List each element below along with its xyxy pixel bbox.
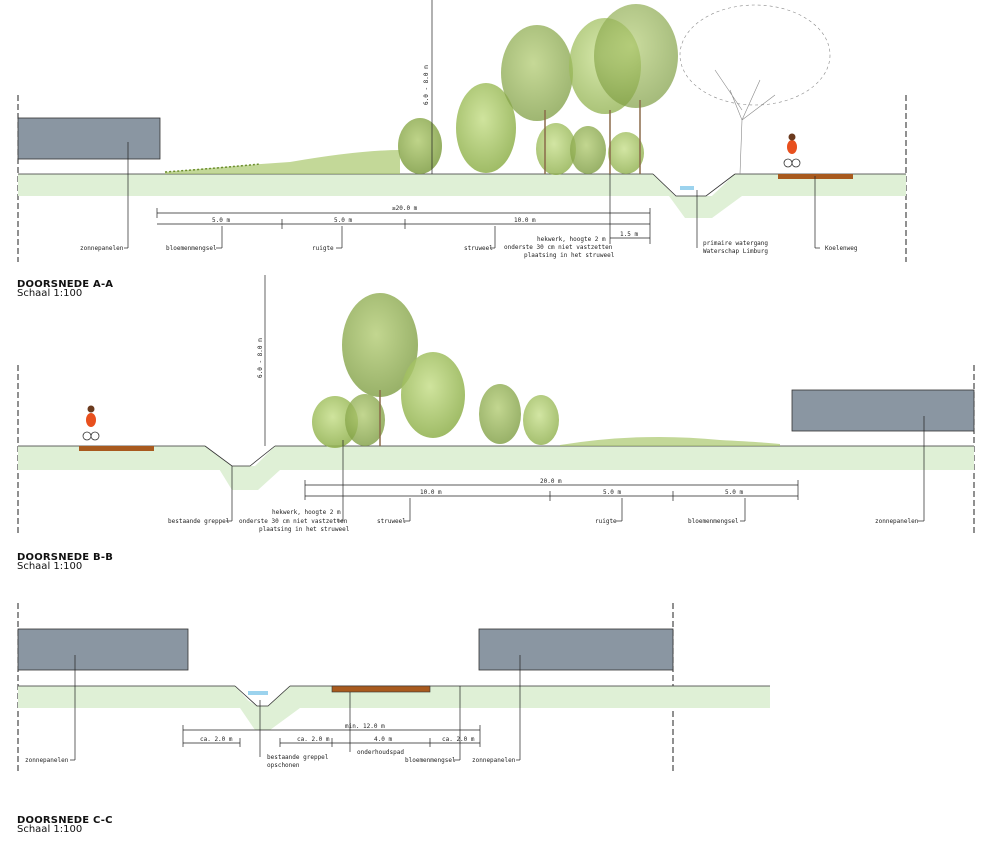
section-b-seg1-dim: 10.0 m xyxy=(420,489,442,496)
section-b-path xyxy=(79,446,154,451)
section-b-label-hekwerk-1: hekwerk, hoogte 2 m xyxy=(272,509,341,516)
section-a-title: DOORSNEDE A-A xyxy=(17,279,114,290)
section-b-ground xyxy=(18,446,974,470)
section-b-label-hekwerk-2: onderste 30 cm niet vastzetten xyxy=(239,518,348,525)
section-a-offset-dim: 1.5 m xyxy=(620,231,638,238)
section-c-seg3-dim: 4.0 m xyxy=(374,736,392,743)
section-c-water xyxy=(248,691,268,695)
section-c-label-onderhoudspad: onderhoudspad xyxy=(357,749,404,756)
section-c-seg2-dim: ca. 2.0 m xyxy=(297,736,330,743)
section-a-scale: Schaal 1:100 xyxy=(17,288,83,299)
section-b-seg2-dim: 5.0 m xyxy=(603,489,621,496)
section-b-vegetation xyxy=(312,293,780,448)
section-a-cyclist xyxy=(783,133,801,168)
section-b-solar-panel xyxy=(791,389,975,432)
section-c-total-dim: min. 12.0 m xyxy=(345,723,385,730)
section-c-label-greppel-2: opschonen xyxy=(267,762,300,769)
section-c-label-zonnepanelen-left: zonnepanelen xyxy=(25,757,69,764)
section-a: 6.0 - 8.0 m ≥20.0 m 5.0 m 5.0 m 10.0 m 1… xyxy=(17,0,907,262)
section-b-seg3-dim: 5.0 m xyxy=(725,489,743,496)
section-a-path xyxy=(778,174,853,179)
section-c-title: DOORSNEDE C-C xyxy=(17,815,113,826)
section-b-label-struweel: struweel xyxy=(377,518,406,525)
section-a-seg2-dim: 5.0 m xyxy=(334,217,352,224)
section-a-solar-panel xyxy=(17,117,161,160)
section-b-scale: Schaal 1:100 xyxy=(17,561,83,572)
section-c-label-bloemenmengsel: bloemenmengsel xyxy=(405,757,456,764)
section-c-label-greppel-1: bestaande greppel xyxy=(267,754,329,761)
section-c-solar-panel-left xyxy=(17,628,189,671)
section-b-label-hekwerk-3: plaatsing in het struweel xyxy=(259,526,350,533)
section-a-ground xyxy=(18,174,906,196)
section-b-label-ruigte: ruigte xyxy=(595,518,617,525)
section-c-label-zonnepanelen-right: zonnepanelen xyxy=(472,757,516,764)
section-a-label-watergang-1: primaire watergang xyxy=(703,240,768,247)
section-a-label-zonnepanelen: zonnepanelen xyxy=(80,245,124,252)
section-a-seg1-dim: 5.0 m xyxy=(212,217,230,224)
section-a-label-hekwerk-1: hekwerk, hoogte 2 m xyxy=(537,236,606,243)
section-a-flower-strip xyxy=(165,150,400,174)
section-c-maintenance-path xyxy=(331,685,431,693)
section-b-total-dim: 20.0 m xyxy=(540,478,562,485)
section-a-label-bloemenmengsel: bloemenmengsel xyxy=(166,245,217,252)
section-c: min. 12.0 m ca. 2.0 m ca. 2.0 m 4.0 m ca… xyxy=(17,603,770,773)
section-a-height-label: 6.0 - 8.0 m xyxy=(423,65,430,105)
section-b-label-bloemenmengsel: bloemenmengsel xyxy=(688,518,739,525)
section-b-title: DOORSNEDE B-B xyxy=(17,552,114,563)
section-c-scale: Schaal 1:100 xyxy=(17,824,83,835)
section-b-height-label: 6.0 - 8.0 m xyxy=(257,338,264,378)
section-a-seg3-dim: 10.0 m xyxy=(514,217,536,224)
section-b: 6.0 - 8.0 m 20.0 m 10.0 m 5.0 m 5.0 m be… xyxy=(17,275,975,535)
section-a-label-hekwerk-2: onderste 30 cm niet vastzetten xyxy=(504,244,613,251)
section-a-label-struweel: struweel xyxy=(464,245,493,252)
section-b-label-greppel: bestaande greppel xyxy=(168,518,230,525)
section-a-vegetation xyxy=(398,4,831,175)
section-a-label-koelenweg: Koelenweg xyxy=(825,245,858,252)
section-a-label-hekwerk-3: plaatsing in het struweel xyxy=(524,252,615,259)
section-a-label-ruigte: ruigte xyxy=(312,245,334,252)
section-a-total-dim: ≥20.0 m xyxy=(392,205,418,212)
section-c-ground xyxy=(18,686,770,708)
section-c-seg4-dim: ca. 2.0 m xyxy=(442,736,475,743)
section-a-label-watergang-2: Waterschap Limburg xyxy=(703,248,768,255)
section-b-label-zonnepanelen: zonnepanelen xyxy=(875,518,919,525)
section-c-solar-panel-right xyxy=(478,628,674,671)
section-a-water xyxy=(680,186,694,190)
section-c-seg1-dim: ca. 2.0 m xyxy=(200,736,233,743)
section-b-cyclist xyxy=(82,405,100,441)
